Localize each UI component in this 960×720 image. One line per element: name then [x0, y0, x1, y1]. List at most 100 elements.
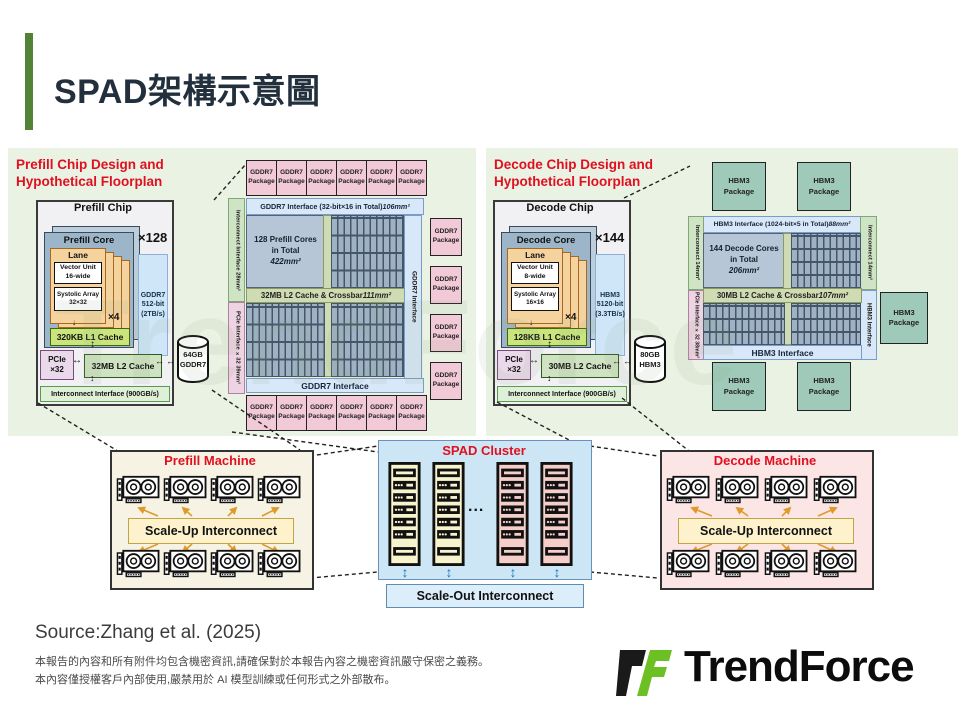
gddr7-package: GDDR7 Package	[336, 395, 367, 431]
core-grid	[791, 233, 861, 288]
decode-lane-card: Lane	[507, 248, 563, 324]
prefill-systolic-array: Systolic Array 32×32	[54, 287, 102, 311]
decode-l2-crossbar-bar: 30MB L2 Cache & Crossbar 107mm²	[703, 288, 862, 303]
prefill-l1-cache: 320KB L1 Cache	[50, 328, 130, 346]
bidirectional-arrow-icon: ↔	[529, 355, 539, 366]
gddr7-package: GDDR7 Package	[366, 395, 397, 431]
core-grid	[791, 303, 861, 345]
server-rack-icon	[388, 462, 421, 566]
decode-core-label: Decode Core	[516, 235, 576, 246]
gpu-card-icon	[116, 548, 160, 580]
prefill-left-interconnect: Interconnect Interface 28mm²	[228, 198, 245, 302]
decode-scale-up-bar: Scale-Up Interconnect	[678, 518, 854, 544]
bidirectional-arrow-icon: ↔	[72, 355, 82, 366]
gddr7-package: GDDR7 Package	[430, 362, 462, 400]
decode-lane-label: Lane	[525, 250, 545, 260]
decode-left-pcie: PCIe Interface ×32 38mm²	[688, 290, 704, 360]
updown-arrow-icon: ↕	[401, 564, 409, 580]
updown-arrow-icon: ↕	[553, 564, 561, 580]
decode-right-hbm3-interface: HBM3 Interface	[860, 290, 877, 360]
memory-cylinder-icon	[634, 335, 666, 384]
prefill-lane-label: Lane	[68, 250, 88, 260]
gpu-card-icon	[764, 548, 808, 580]
gddr7-package: GDDR7 Package	[246, 160, 277, 196]
decode-right-interconnect: Interconnect 14mm²	[860, 216, 877, 290]
gddr7-package: GDDR7 Package	[246, 395, 277, 431]
decode-vector-unit: Vector Unit 8-wide	[511, 262, 559, 284]
prefill-top-interface-bar: GDDR7 Interface (32-bit×16 in Total) 106…	[246, 198, 424, 215]
scale-out-bar: Scale-Out Interconnect	[386, 584, 584, 608]
updown-arrow-icon: ↕	[445, 564, 453, 580]
decode-lane-count: ×4	[565, 312, 577, 323]
title-accent-bar	[25, 33, 33, 130]
gddr7-package: GDDR7 Package	[276, 160, 307, 196]
core-grid	[331, 215, 404, 288]
core-grid	[331, 303, 404, 377]
decode-bottom-interface-bar: HBM3 Interface	[703, 345, 862, 360]
gpu-card-icon	[813, 474, 857, 506]
prefill-cores-box: 128 Prefill Cores in Total 422mm²	[246, 215, 325, 288]
arrow-down-icon: ↓	[72, 317, 76, 327]
prefill-lane-card: Lane	[50, 248, 106, 324]
hbm3-package: HBM3 Package	[797, 162, 851, 211]
gddr7-package: GDDR7 Package	[366, 160, 397, 196]
decode-l2-area: 107mm²	[818, 291, 849, 300]
decode-bottom-if-label: HBM3 Interface	[751, 347, 814, 358]
gddr7-package: GDDR7 Package	[430, 314, 462, 352]
gpu-card-icon	[210, 474, 254, 506]
prefill-chip-label: Prefill Chip	[73, 202, 133, 214]
decode-core-count: ×144	[595, 230, 625, 245]
server-rack-icon	[540, 462, 573, 566]
decode-top-interface-bar: HBM3 Interface (1024-bit×5 in Total) 88m…	[702, 216, 862, 233]
decode-dram-label: 80GB HBM3	[639, 350, 661, 369]
prefill-dram-label: 64GB GDDR7	[179, 350, 207, 369]
core-grid	[703, 303, 785, 345]
prefill-l2-crossbar-bar: 32MB L2 Cache & Crossbar 111mm²	[246, 288, 406, 303]
gpu-card-icon	[163, 548, 207, 580]
decode-systolic-array: Systolic Array 16×16	[511, 287, 559, 311]
bidirectional-varrow-icon: ↕	[90, 373, 95, 383]
brand-name: TrendForce	[684, 642, 915, 691]
decode-left-interconnect: Interconnect 14mm²	[688, 216, 704, 290]
hbm3-package: HBM3 Package	[712, 162, 766, 211]
gpu-card-icon	[715, 548, 759, 580]
bidirectional-arrow-icon: ↔	[612, 356, 621, 366]
prefill-interconnect-bar: Interconnect Interface (900GB/s)	[40, 386, 170, 402]
disclaimer-line2: 本內容僅授權客戶內部使用,嚴禁用於 AI 模型訓練或任何形式之外部散布。	[35, 674, 396, 686]
prefill-machine-label: Prefill Machine	[164, 453, 256, 468]
decode-membus: HBM3 5120-bit (3.3TB/s)	[595, 254, 625, 356]
trendforce-logo-icon	[616, 650, 672, 696]
prefill-bottom-interface-bar: GDDR7 Interface	[246, 378, 424, 393]
gddr7-package: GDDR7 Package	[306, 395, 337, 431]
prefill-left-pcie: PCIe Interface ×32 39mm²	[228, 302, 245, 394]
decode-l1-cache: 128KB L1 Cache	[507, 328, 587, 346]
source-text: Source:Zhang et al. (2025)	[35, 622, 262, 643]
gpu-card-icon	[813, 548, 857, 580]
arrow-down-icon: ↓	[529, 317, 533, 327]
server-rack-icon	[496, 462, 529, 566]
prefill-scale-up-bar: Scale-Up Interconnect	[128, 518, 294, 544]
decode-cores-area: 206mm²	[728, 265, 760, 275]
decode-cores-label: 144 Decode Cores in Total	[709, 244, 779, 265]
core-grid	[246, 303, 325, 377]
gpu-card-icon	[257, 474, 301, 506]
gpu-card-icon	[163, 474, 207, 506]
prefill-lane-count: ×4	[108, 312, 120, 323]
prefill-cores-area: 422mm²	[270, 256, 301, 266]
prefill-top-if-area: 106mm²	[382, 202, 410, 211]
prefill-right-interface: GDDR7 Interface	[404, 215, 422, 379]
server-rack-icon	[432, 462, 465, 566]
bidirectional-varrow-icon: ↕	[90, 339, 95, 350]
bidirectional-varrow-icon: ↕	[547, 373, 552, 383]
gddr7-package: GDDR7 Package	[396, 395, 427, 431]
page-title: SPAD架構示意圖	[54, 73, 321, 111]
decode-top-if-label: HBM3 Interface (1024-bit×5 in Total)	[713, 221, 829, 228]
prefill-heading: Prefill Chip Design and Hypothetical Flo…	[16, 157, 164, 190]
gddr7-package: GDDR7 Package	[430, 266, 462, 304]
gpu-card-icon	[666, 548, 710, 580]
bidirectional-arrow-icon: ↔	[155, 356, 164, 366]
decode-interconnect-bar: Interconnect Interface (900GB/s)	[497, 386, 627, 402]
prefill-core-count: ×128	[138, 230, 168, 245]
gddr7-package: GDDR7 Package	[306, 160, 337, 196]
